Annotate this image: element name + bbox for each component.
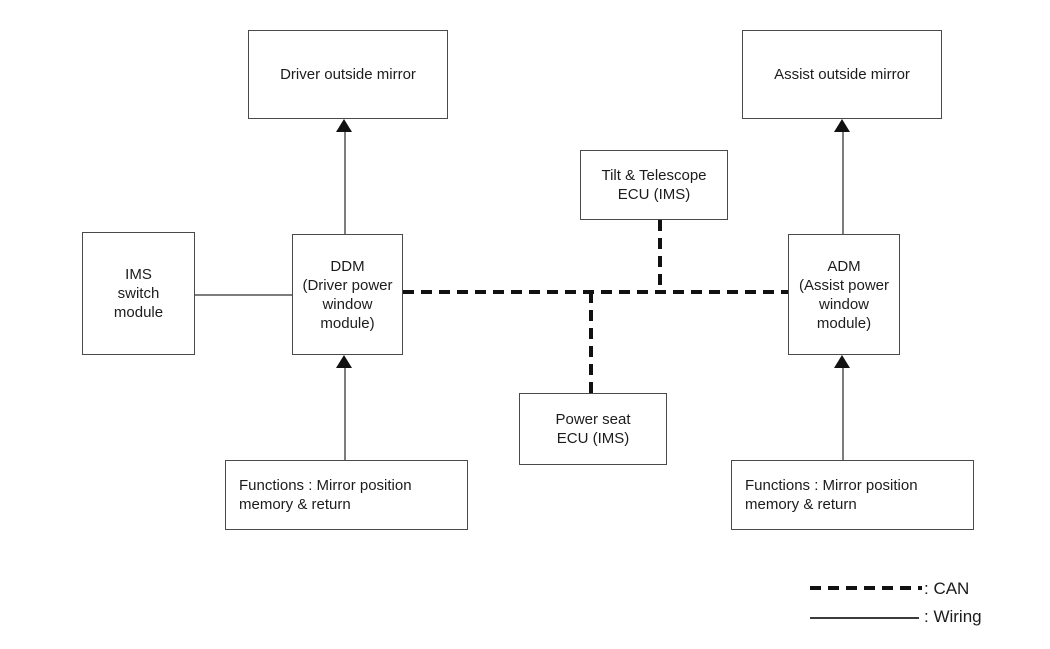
can-branch-tilt-telescope bbox=[658, 220, 662, 292]
wiring-functions-to-adm bbox=[842, 366, 844, 461]
ddm-box: DDM (Driver power window module) bbox=[292, 234, 403, 355]
arrow-up-icon bbox=[336, 119, 352, 132]
wiring-ddm-to-driver-mirror bbox=[344, 130, 346, 235]
driver-outside-mirror-box: Driver outside mirror bbox=[248, 30, 448, 119]
arrow-up-icon bbox=[834, 355, 850, 368]
wiring-adm-to-assist-mirror bbox=[842, 130, 844, 235]
wiring-functions-to-ddm bbox=[344, 366, 346, 461]
can-branch-power-seat bbox=[589, 292, 593, 393]
functions-driver-box: Functions : Mirror position memory & ret… bbox=[225, 460, 468, 530]
legend-can-dashed-line bbox=[810, 586, 922, 590]
can-bus-ddm-to-adm bbox=[403, 290, 788, 294]
legend-can-label: : CAN bbox=[924, 579, 970, 598]
ims-switch-module-box: IMS switch module bbox=[82, 232, 195, 355]
legend-wiring-solid-line bbox=[810, 617, 919, 619]
arrow-up-icon bbox=[834, 119, 850, 132]
power-seat-ecu-box: Power seat ECU (IMS) bbox=[519, 393, 667, 465]
legend-wiring-label: : Wiring bbox=[924, 607, 982, 626]
adm-box: ADM (Assist power window module) bbox=[788, 234, 900, 355]
functions-assist-box: Functions : Mirror position memory & ret… bbox=[731, 460, 974, 530]
tilt-telescope-ecu-box: Tilt & Telescope ECU (IMS) bbox=[580, 150, 728, 220]
arrow-up-icon bbox=[336, 355, 352, 368]
wiring-ims-switch-to-ddm bbox=[195, 294, 292, 296]
assist-outside-mirror-box: Assist outside mirror bbox=[742, 30, 942, 119]
